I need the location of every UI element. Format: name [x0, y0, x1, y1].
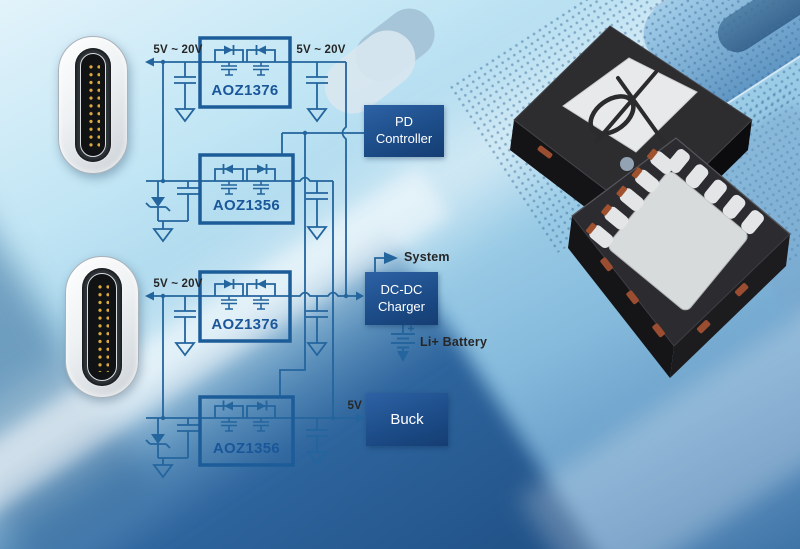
- aoz1356-port1-label: AOZ1356: [212, 197, 281, 214]
- aos-alpha-omega-logo-icon: [562, 57, 698, 153]
- vbus-label-top-left: 5V ~ 20V: [153, 44, 203, 56]
- usb-c-ring: [75, 48, 111, 162]
- arrow-icon: [145, 45, 409, 444]
- chip-package-bottom-view-icon: [568, 137, 791, 378]
- pd-controller-block: PD Controller: [364, 105, 444, 157]
- battery-icon: [391, 333, 415, 349]
- aoz1376-port2-label: AOZ1376: [211, 316, 279, 333]
- usb-c-pins: [95, 282, 109, 372]
- aoz1356-port2-label: AOZ1356: [212, 440, 281, 457]
- li-battery-label: Li+ Battery: [420, 335, 488, 349]
- usb-c-ring: [82, 268, 122, 386]
- buck-block: Buck: [366, 393, 448, 446]
- wires: [145, 61, 415, 479]
- usb-c-connector-icon: [58, 36, 128, 174]
- mosfet-switch-icon: [200, 45, 293, 432]
- vbus-label-bottom-left: 5V ~ 20V: [153, 278, 203, 290]
- pin1-dot: [620, 157, 634, 171]
- usb-c-pins: [86, 62, 100, 148]
- pd-controller-label-line2: Controller: [375, 131, 433, 146]
- usb-c-connector-icon: [65, 256, 139, 398]
- dcdc-charger-label-line2: Charger: [378, 298, 425, 314]
- capacitor-icon: [174, 62, 328, 458]
- switch-block-borders: [198, 36, 295, 467]
- usb-c-slot: [80, 53, 106, 157]
- copper-pin-tips: [585, 148, 658, 234]
- copper-side-pads: [600, 257, 749, 338]
- dcdc-charger-label-line1: DC-DC: [380, 281, 423, 297]
- buck-rail-label: 5V: [347, 400, 362, 412]
- dcdc-charger-block: DC-DC Charger: [365, 272, 438, 325]
- pd-controller-label-line1: PD: [394, 114, 414, 130]
- system-label: System: [404, 250, 450, 264]
- zener-diode-icon: [145, 181, 188, 465]
- ground-icon: [152, 108, 328, 479]
- aoz1376-port1-label: AOZ1376: [211, 82, 279, 99]
- usb-c-slot: [87, 273, 117, 381]
- buck-label: Buck: [390, 410, 424, 428]
- vbus-label-top-right: 5V ~ 20V: [296, 44, 346, 56]
- pin-pads: [589, 149, 764, 249]
